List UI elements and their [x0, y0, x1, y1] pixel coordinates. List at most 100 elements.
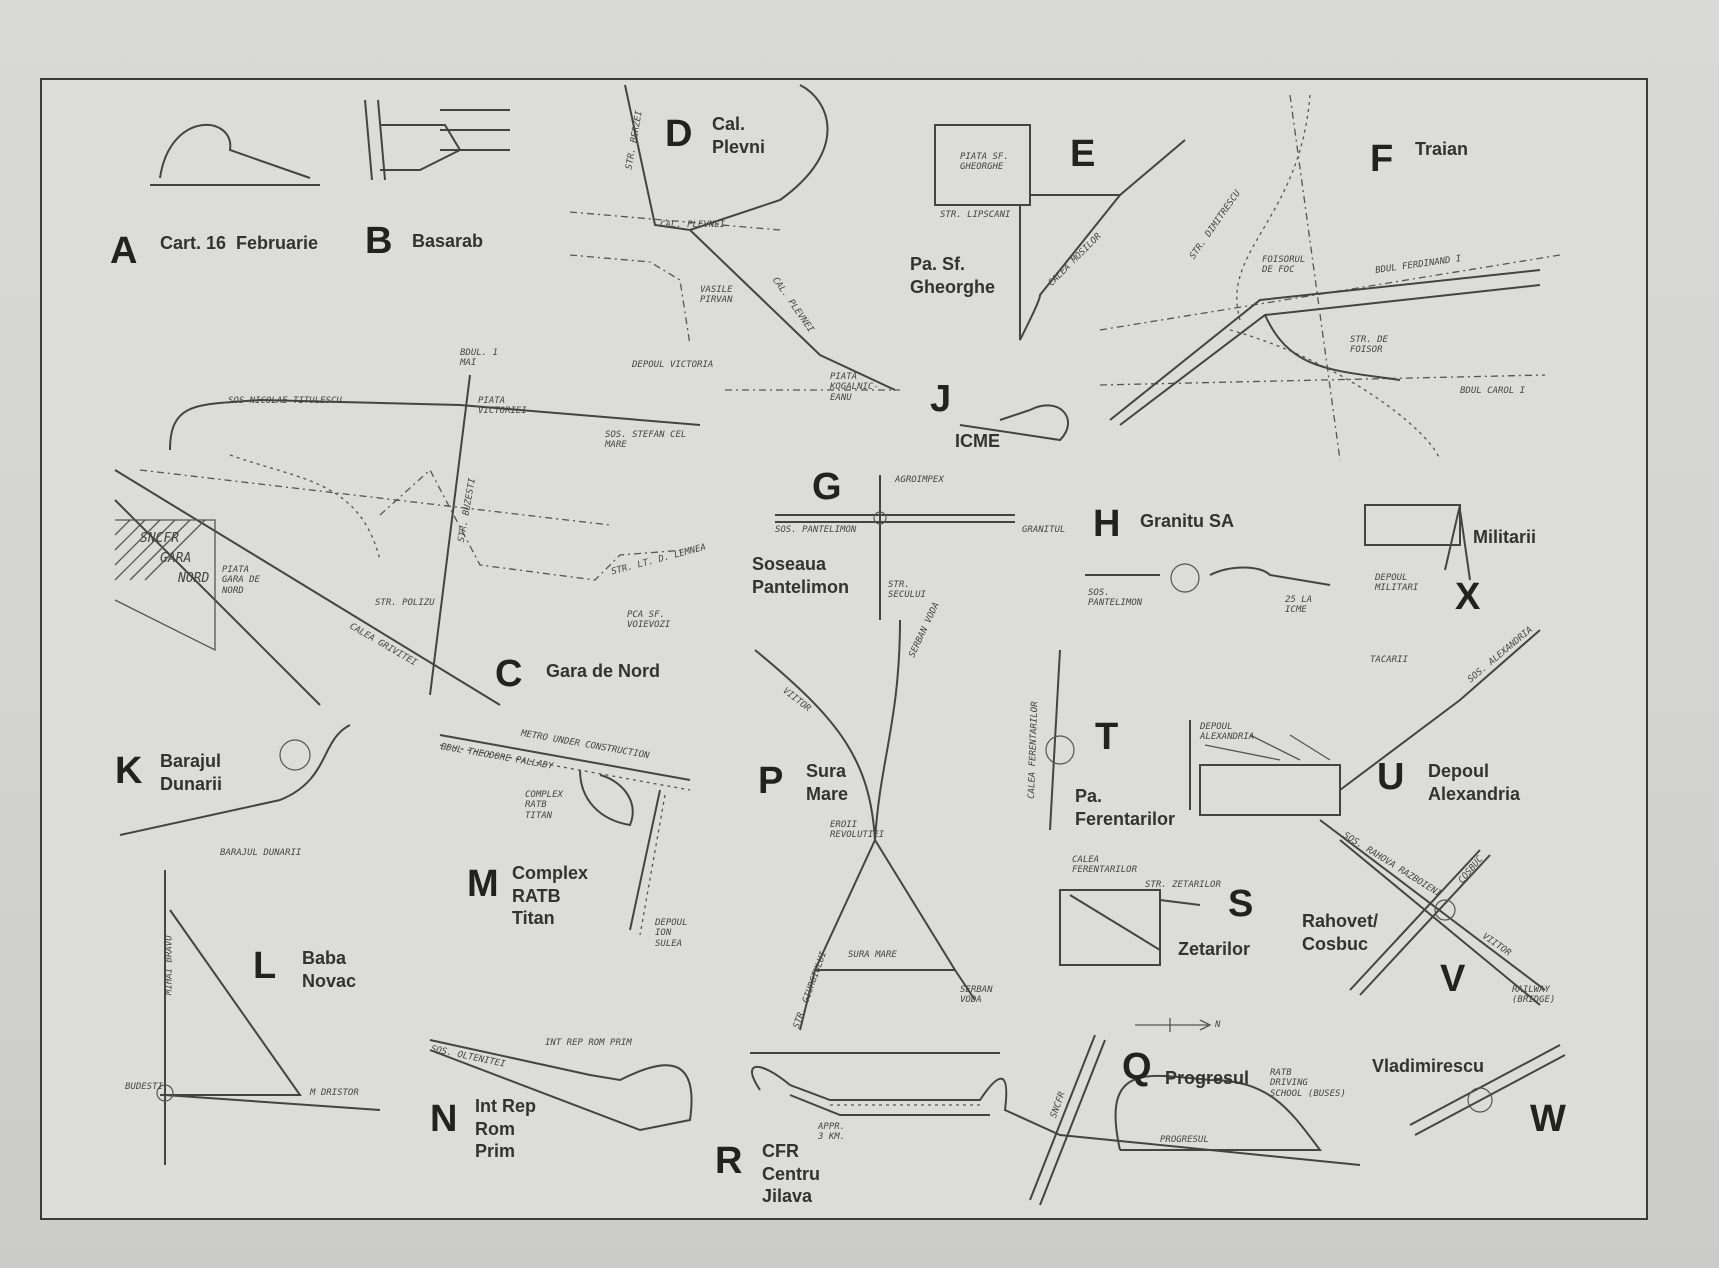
label-appr-3km: APPR. 3 KM.: [818, 1122, 846, 1143]
rail-sncfr: [1029, 1034, 1106, 1206]
station-name-p: Sura Mare: [806, 761, 849, 804]
label-sos-pantelimon-2: SOS. PANTELIMON: [1088, 588, 1143, 609]
route-g-cross: [775, 475, 1015, 620]
station-name-v: Rahovet/ Cosbuc: [1302, 911, 1379, 954]
route-c-main: [114, 374, 701, 706]
label-dristor: M DRISTOR: [310, 1088, 359, 1098]
station-name-e: Pa. Sf. Gheorghe: [910, 254, 996, 297]
station-letter-q: Q: [1122, 1046, 1152, 1088]
label-mihai-bravu: MIHAI BRAVU: [164, 935, 175, 995]
route-t-line: [1049, 649, 1061, 831]
label-budesti: BUDESTI: [125, 1082, 163, 1092]
route-f-tracks: [1109, 269, 1541, 426]
station-letter-w: W: [1530, 1098, 1566, 1140]
route-j-loop: [959, 404, 1070, 442]
route-l-triangle: [160, 870, 381, 1165]
route-l-node: [156, 1084, 174, 1102]
route-q-loop: [1114, 1074, 1322, 1151]
route-a-loop: [150, 123, 320, 186]
label-bdul-1-mai: BDUL. 1 MAI: [460, 348, 498, 369]
label-depoul-militari: DEPOUL MILITARI: [1375, 573, 1419, 594]
label-complex-ratb-titan: COMPLEX RATB TITAN: [525, 790, 563, 821]
station-letter-t: T: [1095, 716, 1119, 758]
station-name-r: CFR Centru Jilava: [762, 1141, 820, 1206]
route-b-lines: [364, 99, 510, 181]
label-str-secului: STR. SECULUI: [888, 580, 926, 601]
label-depoul-victoria: DEPOUL VICTORIA: [632, 360, 714, 370]
route-e-loop: [934, 124, 1186, 341]
route-p-x: [754, 619, 976, 1031]
label-str-polizu: STR. POLIZU: [375, 598, 435, 608]
label-str-de-foisor: STR. DE FOISOR: [1350, 335, 1388, 356]
label-piata-kogalniceanu: PIATA KOGALNIC- EANU: [830, 372, 879, 403]
route-g-node: [873, 511, 887, 525]
route-d-street: [569, 211, 900, 391]
route-n-line: [429, 1039, 693, 1132]
label-sos-stefan-cel-mare: SOS. STEFAN CEL MARE: [605, 430, 687, 451]
route-v-cross: [1319, 819, 1546, 1006]
label-sos-nicolae-titulescu: SOS NICOLAE TITULESCU: [228, 396, 342, 406]
station-name-l: Baba Novac: [302, 948, 357, 991]
station-name-g: Soseaua Pantelimon: [752, 554, 850, 597]
label-eroii-revolutiei: EROII REVOLUTIEI: [830, 820, 885, 841]
label-serban-voda-2: SERBAN VODA: [960, 985, 993, 1006]
label-nord: NORD: [178, 571, 210, 586]
label-bdul-carol: BDUL CAROL I: [1460, 386, 1526, 396]
north-arrow: [1135, 1018, 1212, 1032]
station-letter-v: V: [1440, 958, 1466, 1000]
label-piata-victoriei: PIATA VICTORIEI: [478, 396, 527, 417]
label-depoul-alexandria: DEPOUL ALEXANDRIA: [1200, 722, 1255, 743]
label-depoul-ion-sulea: DEPOUL ION SULEA: [655, 918, 688, 949]
route-x-loop: [1364, 504, 1471, 581]
station-letter-d: D: [665, 113, 693, 155]
route-k-loop: [279, 739, 311, 771]
label-sura-mare: SURA MARE: [848, 950, 897, 960]
label-piata-sf-gheorghe: PIATA SF. GHEORGHE: [960, 152, 1009, 173]
station-letter-l: L: [253, 945, 277, 987]
station-letter-a: A: [110, 230, 138, 272]
station-name-x: Militarii: [1473, 527, 1537, 547]
rail-c-hatch: [114, 519, 216, 652]
route-d-main: [624, 84, 896, 391]
route-u-depot: [1189, 629, 1541, 816]
station-name-h: Granitu SA: [1140, 511, 1235, 531]
station-letter-u: U: [1377, 756, 1405, 798]
station-letter-f: F: [1370, 138, 1394, 180]
station-letter-j: J: [930, 378, 952, 420]
station-letter-c: C: [495, 653, 523, 695]
station-letter-b: B: [365, 220, 393, 262]
label-sos-pantelimon: SOS. PANTELIMON: [775, 525, 857, 535]
label-ratb-driving-school: RATB DRIVING SCHOOL (BUSES): [1270, 1068, 1346, 1099]
label-progresul: PROGRESUL: [1160, 1135, 1209, 1145]
station-letter-n: N: [430, 1098, 458, 1140]
route-k-line: [119, 724, 351, 836]
station-name-k: Barajul Dunarii: [160, 751, 223, 794]
route-c-streets: [139, 468, 686, 581]
label-str-zetarilor: STR. ZETARILOR: [1145, 880, 1221, 890]
station-letter-r: R: [715, 1140, 743, 1182]
station-name-c: Gara de Nord: [546, 661, 661, 681]
station-letter-k: K: [115, 750, 143, 792]
label-calea-ferentarilor-2: CALEA FERENTARILOR: [1072, 855, 1138, 876]
route-f-dots: [1229, 94, 1441, 461]
station-name-b: Basarab: [412, 231, 484, 251]
station-name-q: Progresul: [1165, 1068, 1250, 1088]
route-s-loop: [1059, 889, 1201, 966]
label-piata-gara-de-nord: PIATA GARA DE NORD: [222, 565, 260, 596]
label-barajul-dunarii: BARAJUL DUNARII: [220, 848, 302, 858]
route-m-lines: [439, 734, 691, 931]
label-gara: GARA: [160, 551, 192, 566]
route-c-dots: [229, 454, 381, 561]
station-name-t: Pa. Ferentarilor: [1075, 786, 1176, 829]
route-m-dots: [439, 744, 691, 936]
label-sncfr: SNCFR: [140, 531, 180, 546]
station-name-a: Cart. 16 Februarie: [160, 233, 319, 253]
route-v-node: [1434, 899, 1456, 921]
station-name-w: Vladimirescu: [1372, 1056, 1485, 1076]
label-icme: 25 LA ICME: [1285, 595, 1313, 616]
station-name-m: Complex RATB Titan: [512, 863, 589, 928]
label-agroimpex: AGROIMPEX: [895, 475, 944, 485]
station-name-n: Int Rep Rom Prim: [475, 1096, 536, 1161]
station-letter-s: S: [1228, 883, 1254, 925]
